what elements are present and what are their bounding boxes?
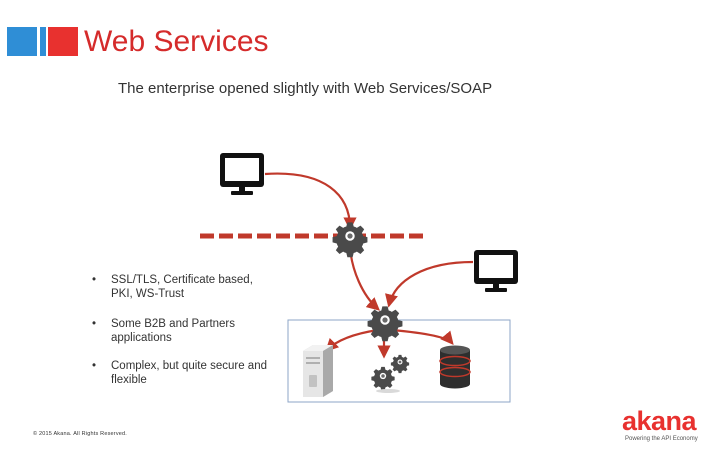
slide-title: Web Services [84,25,269,58]
monitor-icon [220,153,264,195]
gear-icon [367,306,403,342]
bullet-marker: • [92,360,97,372]
bullet-text: SSL/TLS, Certificate based, PKI, WS-Trus… [111,274,253,300]
link-gateway-to-database [391,328,454,346]
link-gateway-to-internal-gateway [348,247,380,311]
copyright-footer: © 2015 Akana. All Rights Reserved. [33,431,128,437]
server-icon [303,345,333,397]
database-icon [439,345,471,389]
akana-wordmark: akana [622,406,697,436]
akana-tagline: Powering the API Economy [625,436,698,442]
blue-bar [40,27,46,56]
link-monitor-to-gateway [264,172,357,231]
bullet-text: Some B2B and Partners applications [111,318,236,344]
brand-squares [7,27,78,56]
gear-icon [332,222,368,258]
bullet-marker: • [92,318,97,330]
slide-subtitle: The enterprise opened slightly with Web … [118,80,493,97]
red-square [48,27,78,56]
link-gateway-to-server [325,328,379,352]
gears-icon [371,354,410,393]
bullet-text: Complex, but quite secure and flexible [111,360,267,386]
enterprise-box [287,319,511,403]
blue-square [7,27,37,56]
monitor-icon [474,250,518,292]
bullet-marker: • [92,274,97,286]
link-partner-to-internal-gateway [385,260,474,308]
